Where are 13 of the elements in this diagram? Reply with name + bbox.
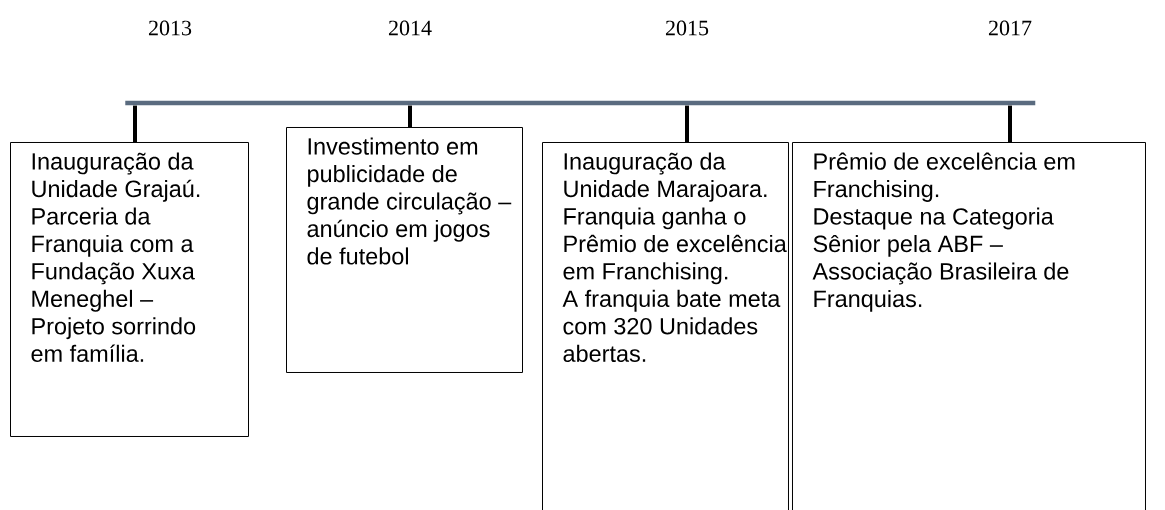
event-box: Inauguração da Unidade Marajoara. Franquia ganha o Prêmio de excelência em Franchising. A franquia bate meta com 320 Unidades abertas.	[542, 142, 789, 510]
year-label: 2014	[388, 20, 432, 36]
year-label: 2017	[988, 20, 1032, 36]
event-box: Investimento em publicidade de grande circulação – anúncio em jogos de futebol	[286, 127, 523, 373]
tick-line	[133, 105, 137, 142]
tick-line	[685, 105, 689, 142]
year-label: 2013	[148, 20, 192, 36]
tick-line	[1008, 105, 1012, 142]
event-box: Prêmio de excelência em Franchising. Destaque na Categoria Sênior pela ABF – Associação Brasileira de Franquias.	[792, 142, 1146, 510]
event-box: Inauguração da Unidade Grajaú. Parceria da Franquia com a Fundação Xuxa Meneghel – Projeto sorrindo em família.	[10, 142, 249, 437]
timeline-bar	[125, 100, 1036, 106]
tick-line	[408, 105, 412, 127]
year-label: 2015	[665, 20, 709, 36]
